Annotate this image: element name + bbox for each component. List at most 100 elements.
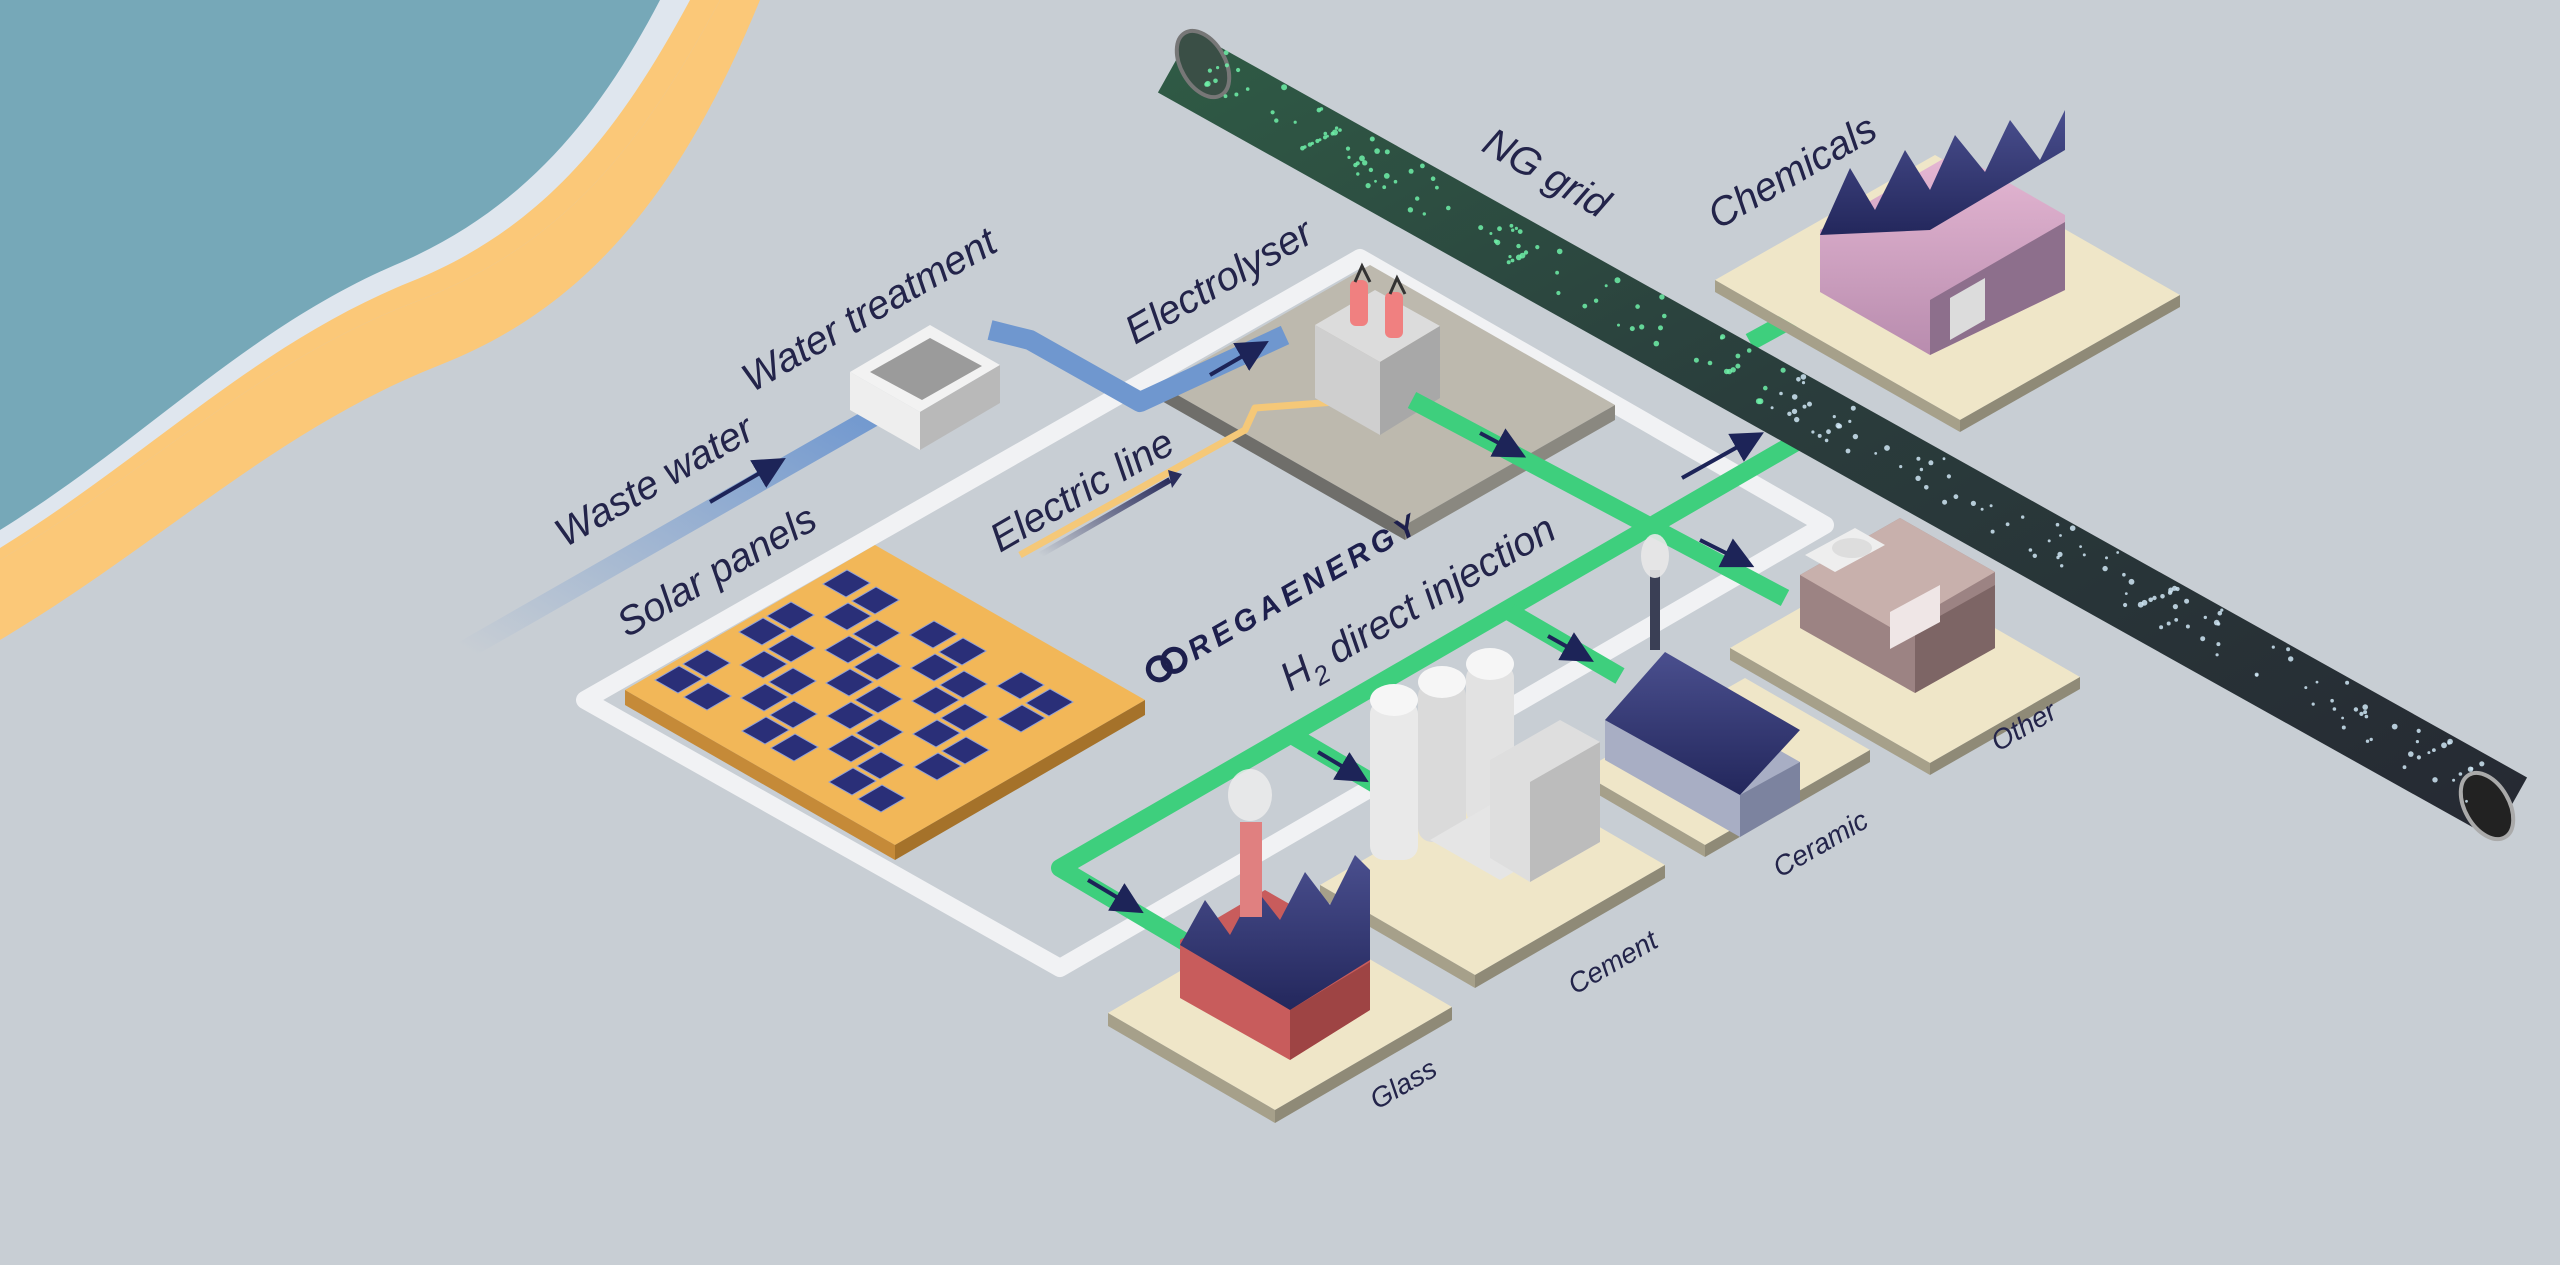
- solar-panel: [853, 685, 904, 714]
- gas-particle: [1365, 183, 1371, 189]
- gas-particle: [1430, 176, 1436, 181]
- gas-particle: [1511, 228, 1515, 232]
- gas-particle: [1899, 465, 1903, 469]
- gas-particle: [1315, 138, 1320, 144]
- gas-particle: [1517, 229, 1523, 235]
- solar-panel: [850, 586, 901, 615]
- gas-particle: [1319, 107, 1324, 111]
- gas-particle: [1735, 353, 1741, 359]
- gas-particle: [1916, 456, 1921, 461]
- gas-particle: [1794, 416, 1800, 423]
- gas-particle: [2152, 595, 2157, 601]
- gas-particle: [2288, 656, 2294, 662]
- gas-particle: [2060, 564, 2064, 568]
- gas-particle: [1355, 161, 1360, 166]
- gas-particle: [2402, 765, 2407, 770]
- gas-particle: [1318, 138, 1322, 142]
- gas-particle: [1509, 223, 1514, 228]
- solar-panel: [824, 668, 875, 697]
- gas-particle: [2479, 761, 2485, 767]
- label-cement: Cement: [1563, 924, 1664, 1000]
- gas-particle: [1368, 167, 1374, 173]
- gas-particle: [1791, 394, 1798, 400]
- gas-particle: [1802, 404, 1807, 409]
- gas-particle: [1807, 401, 1812, 407]
- gas-particle: [1207, 68, 1212, 73]
- gas-particle: [1662, 313, 1667, 319]
- gas-particle: [1236, 67, 1241, 73]
- solar-panel: [682, 682, 733, 711]
- gas-particle: [2021, 515, 2025, 519]
- gas-particle: [2102, 565, 2108, 572]
- solar-panel: [852, 652, 903, 681]
- gas-particle: [2174, 618, 2179, 622]
- gas-particle: [2362, 704, 2368, 710]
- gas-particle: [1989, 504, 1993, 508]
- solar-panel: [854, 718, 905, 747]
- gas-particle: [1845, 448, 1851, 454]
- gas-particle: [1658, 325, 1663, 331]
- gas-particle: [1826, 429, 1831, 435]
- solar-panel: [908, 620, 959, 649]
- gas-particle: [1383, 173, 1390, 179]
- gas-particle: [1617, 323, 1620, 327]
- gas-particle: [2359, 711, 2364, 717]
- coastline: [0, 0, 1180, 640]
- gas-particle: [2447, 741, 2451, 745]
- gas-particle: [2364, 714, 2369, 719]
- solar-panel: [910, 686, 961, 715]
- gas-particle: [1422, 212, 1427, 216]
- gas-particle: [1817, 433, 1822, 438]
- cement-plant: [1320, 648, 1665, 988]
- gas-particle: [1796, 377, 1801, 382]
- chemicals-factory: [1715, 110, 2180, 432]
- gas-particle: [1779, 391, 1783, 396]
- solar-panel: [995, 671, 1046, 700]
- solar-panel: [769, 733, 820, 762]
- road-loop: [576, 249, 1834, 977]
- gas-particle: [2213, 619, 2220, 626]
- gas-particle: [1245, 87, 1250, 91]
- gas-particle: [1800, 374, 1807, 380]
- gas-particle: [2166, 621, 2171, 626]
- gas-particle: [1223, 94, 1228, 99]
- solar-panel: [739, 683, 790, 712]
- gas-particle: [2286, 647, 2291, 652]
- gas-particle: [1635, 304, 1640, 309]
- gas-particle: [1924, 485, 1929, 490]
- gas-particle: [1303, 145, 1307, 149]
- gas-particle: [1801, 381, 1806, 385]
- gas-particle: [2047, 539, 2051, 543]
- gas-particle: [1693, 357, 1699, 363]
- gas-particle: [1369, 136, 1375, 142]
- solar-panel: [822, 602, 873, 631]
- gas-particle: [1582, 303, 1588, 309]
- gas-particle: [1356, 172, 1360, 176]
- gas-particle: [1884, 445, 1890, 451]
- gas-particle: [1629, 326, 1635, 332]
- gas-particle: [1770, 406, 1774, 410]
- solar-panel: [826, 734, 877, 763]
- gas-particle: [1310, 141, 1314, 145]
- gas-particle: [2345, 680, 2350, 685]
- gas-particle: [1824, 438, 1829, 443]
- gas-particle: [1374, 179, 1377, 183]
- gas-particle: [2185, 624, 2190, 629]
- gas-particle: [2123, 602, 2128, 608]
- gas-particle: [2458, 772, 2463, 776]
- gas-particle: [2391, 723, 2398, 730]
- solar-panel: [938, 670, 989, 699]
- gas-particle: [1850, 405, 1856, 411]
- water-pipes: [455, 320, 1290, 660]
- gas-particle: [2441, 742, 2447, 749]
- gas-particle: [1915, 475, 1921, 481]
- solar-panel: [851, 619, 902, 648]
- gas-particle: [1338, 128, 1342, 132]
- gas-particle: [2122, 572, 2126, 577]
- gas-particle: [2216, 642, 2221, 647]
- gas-particle: [2005, 522, 2010, 527]
- gas-particle: [1639, 324, 1645, 330]
- solar-panel: [912, 752, 963, 781]
- gas-particle: [2032, 553, 2038, 558]
